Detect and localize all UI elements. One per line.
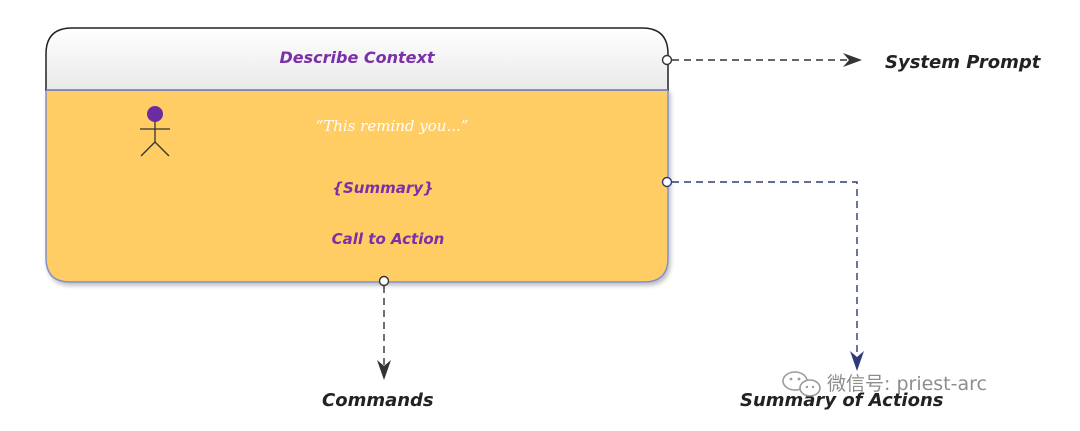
connector-system-prompt: [661, 53, 862, 67]
context-card: Describe Context “This remind you...” {S…: [45, 27, 669, 283]
connector-commands: [377, 275, 391, 380]
label-system-prompt: System Prompt: [885, 52, 1042, 73]
arrow-down-icon: [377, 360, 391, 380]
connector-port: [661, 176, 673, 188]
wechat-icon: [782, 371, 821, 397]
arrow-down-icon: [850, 351, 864, 371]
call-to-action-text: Call to Action: [332, 230, 445, 248]
watermark: 微信号: priest-arc: [782, 371, 987, 397]
quote-text: “This remind you...”: [316, 117, 469, 135]
summary-placeholder: {Summary}: [332, 179, 433, 197]
connector-port: [378, 275, 390, 287]
connector-summary-of-actions: [661, 176, 864, 371]
card-header: [45, 27, 669, 91]
card-body: [45, 89, 669, 283]
arrow-right-icon: [843, 53, 862, 67]
label-commands: Commands: [322, 390, 434, 411]
actor-icon: [140, 106, 170, 157]
connector-line: [672, 181, 858, 358]
header-title: Describe Context: [280, 48, 436, 67]
label-summary-of-actions: Summary of Actions: [740, 390, 944, 411]
connector-port: [661, 54, 673, 66]
watermark-text: 微信号: priest-arc: [827, 373, 987, 395]
